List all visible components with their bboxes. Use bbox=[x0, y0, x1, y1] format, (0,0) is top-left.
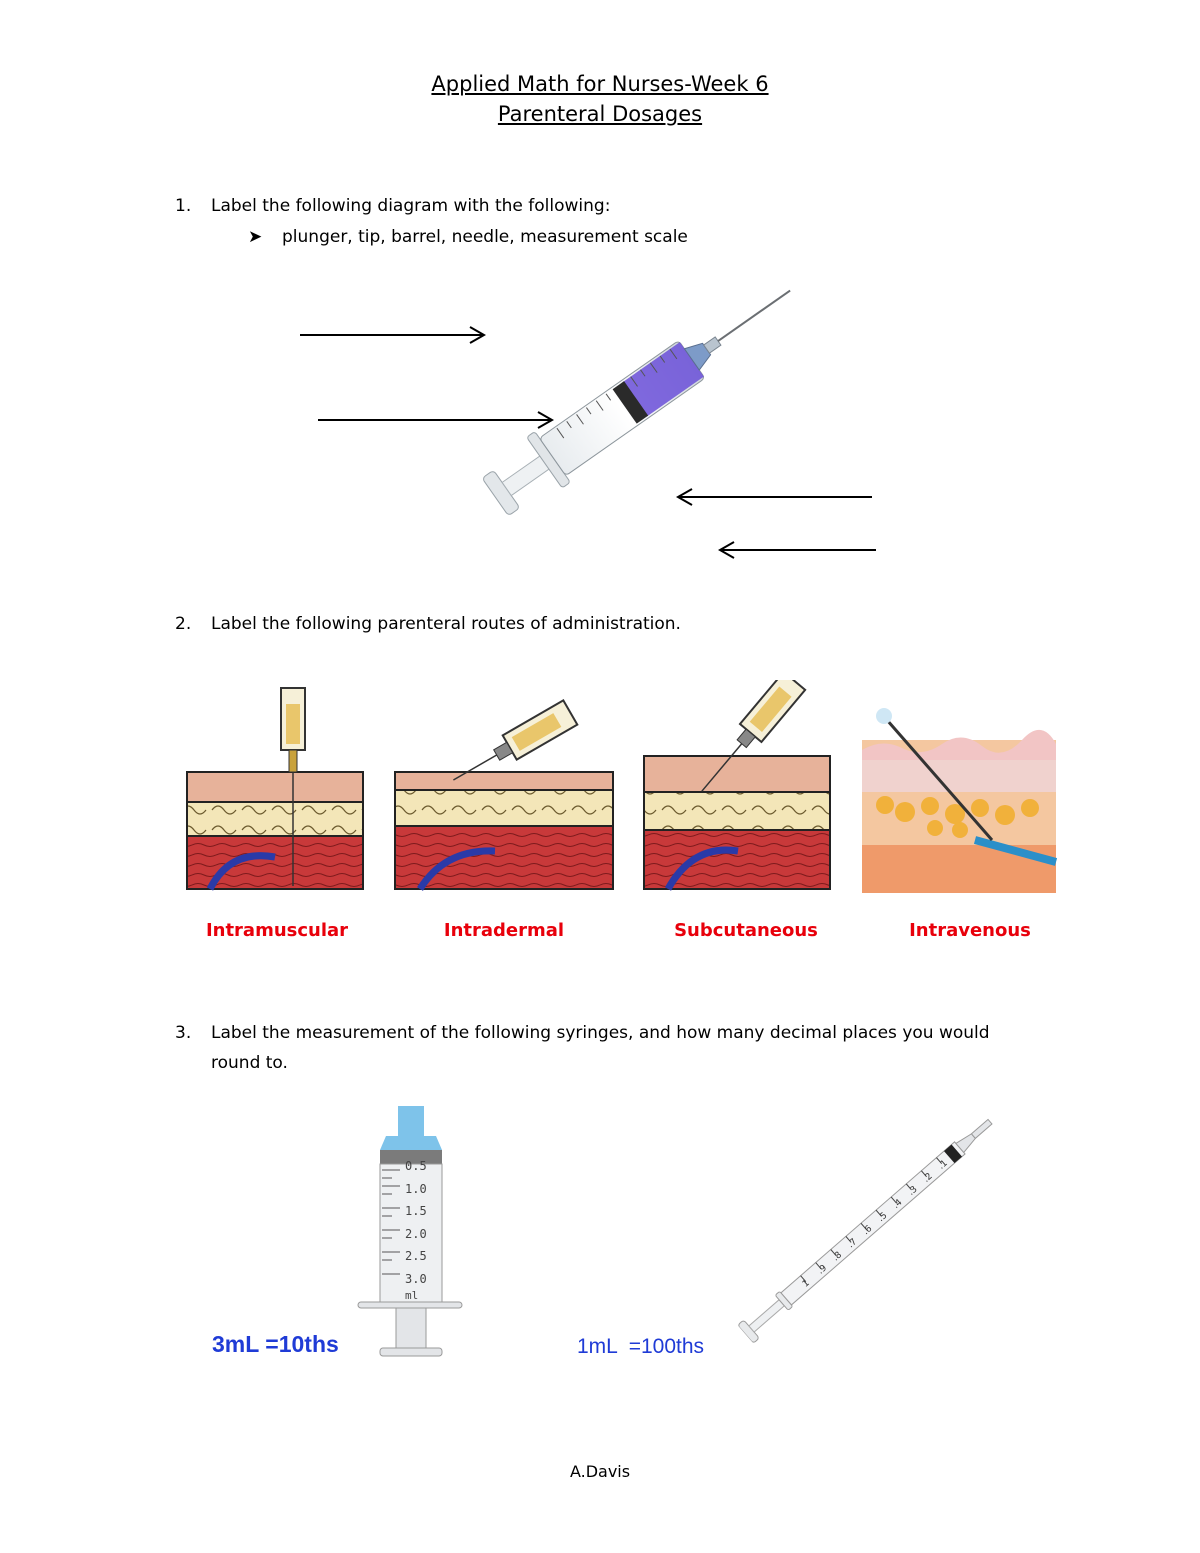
route-label-intradermal: Intradermal bbox=[443, 920, 565, 941]
route-label-intramuscular: Intramuscular bbox=[205, 920, 349, 941]
question-1-text: Label the following diagram with the fol… bbox=[211, 196, 611, 216]
syringe-1ml: 1 .9 .8 .7 .6 .5 .4 .3 .2 .1 bbox=[736, 1107, 1003, 1345]
footer-author: A.Davis bbox=[569, 1462, 631, 1481]
intramuscular-illustration bbox=[186, 687, 364, 891]
scale-label: ml bbox=[405, 1289, 419, 1302]
syringe-1ml-body bbox=[738, 1118, 993, 1343]
page-subtitle: Parenteral Dosages bbox=[497, 102, 703, 126]
intradermal-illustration bbox=[394, 699, 614, 891]
question-1-number: 1. bbox=[175, 196, 192, 216]
label-arrows bbox=[300, 326, 876, 559]
scale-label: 1.5 bbox=[405, 1204, 427, 1218]
question-1: 1. Label the following diagram with the … bbox=[0, 196, 1200, 220]
routes-illustration bbox=[186, 680, 1058, 893]
answer-1ml: 1mL =100ths bbox=[577, 1335, 705, 1358]
syringe-3ml-scale: 0.5 1.0 1.5 2.0 2.5 3.0 ml bbox=[405, 1155, 427, 1302]
syringe-drawing bbox=[483, 289, 791, 515]
bullet-arrow-icon: ➤ bbox=[248, 227, 263, 247]
question-2: 2. Label the following parenteral routes… bbox=[0, 614, 1200, 638]
scale-label: 0.5 bbox=[405, 1159, 427, 1173]
question-3-number: 3. bbox=[175, 1023, 192, 1043]
route-label-subcutaneous: Subcutaneous bbox=[674, 920, 818, 941]
scale-label: 2.5 bbox=[405, 1249, 427, 1263]
question-3-text-continued: round to. bbox=[211, 1053, 288, 1073]
syringe-diagram bbox=[300, 289, 876, 559]
intravenous-illustration bbox=[862, 708, 1058, 893]
route-label-intravenous: Intravenous bbox=[909, 920, 1031, 941]
question-2-number: 2. bbox=[175, 614, 192, 634]
question-2-text: Label the following parenteral routes of… bbox=[211, 614, 681, 634]
syringe-3ml bbox=[357, 1106, 463, 1357]
scale-label: 2.0 bbox=[405, 1226, 427, 1241]
scale-label: 1.0 bbox=[405, 1181, 427, 1196]
question-3: 3. Label the measurement of the followin… bbox=[0, 1023, 1200, 1047]
question-3-text: Label the measurement of the following s… bbox=[211, 1023, 990, 1043]
scale-label: 3.0 bbox=[405, 1271, 427, 1286]
answer-3ml: 3mL =10ths bbox=[212, 1331, 339, 1357]
subcutaneous-illustration bbox=[643, 680, 831, 891]
label-terms: plunger, tip, barrel, needle, measuremen… bbox=[282, 227, 688, 247]
page-title: Applied Math for Nurses-Week 6 bbox=[431, 72, 769, 96]
